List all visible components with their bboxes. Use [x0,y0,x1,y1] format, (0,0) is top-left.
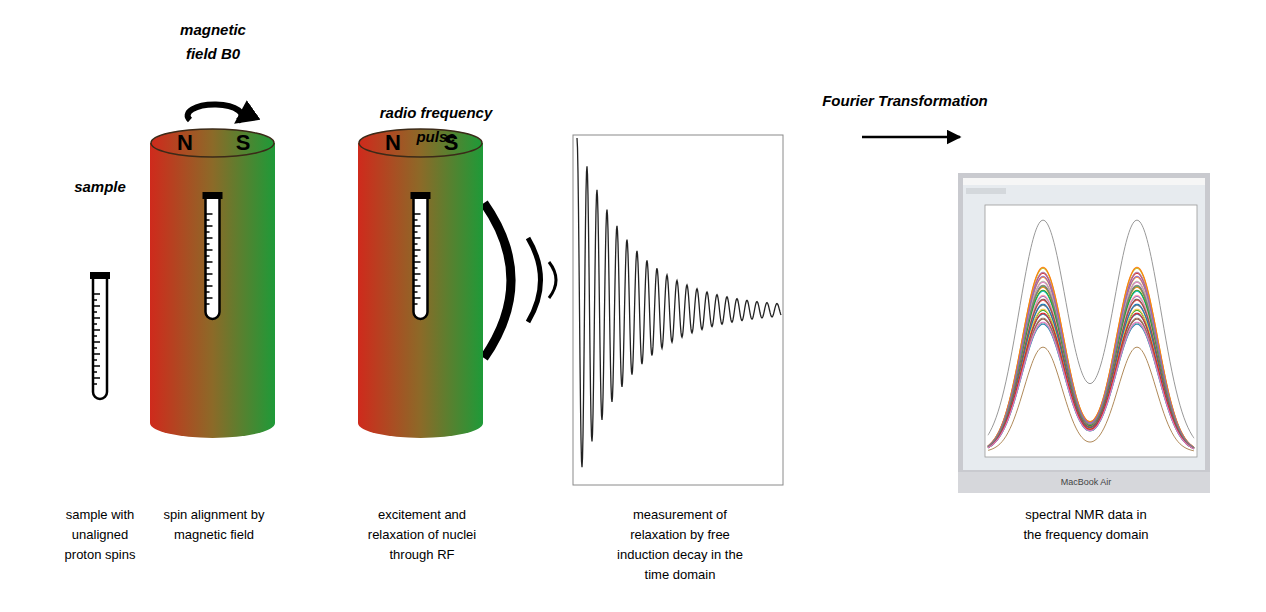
step-caption: spectral NMR data in the frequency domai… [1016,505,1156,545]
step-caption: excitement and relaxation of nuclei thro… [357,505,487,565]
photo-text: MacBook Air [1041,477,1131,488]
fid-signal [577,138,781,467]
field-label: magnetic field B0 [166,18,261,66]
magnet-cylinder: NS [150,128,275,438]
plot-area [985,205,1197,457]
screen [963,178,1205,470]
screen-bezel [958,472,1210,493]
rotation-arrow [188,104,242,121]
step-caption: sample with unaligned proton spins [54,505,146,565]
transform-arrow [862,136,960,139]
menu-bar [963,178,1205,185]
step-caption: measurement of relaxation by free induct… [608,505,752,585]
spectrum-curve [988,322,1194,449]
fid-plot-frame [573,135,783,485]
magnet-cylinder: NS [358,128,483,438]
pulse-label: radio frequency pulse [369,101,504,149]
transform-label: Fourier Transformation [800,89,1010,113]
test-tube [411,192,431,319]
sample-label: sample [55,175,145,199]
pole-label: N [177,130,193,156]
rf-wave [484,203,511,358]
test-tube [203,192,223,319]
toolbar [966,188,1006,194]
spectrum-curve [988,276,1194,447]
pole-label: N [385,130,401,156]
rf-wave [528,238,541,322]
test-tube [90,272,110,399]
magnet-outline [358,128,483,438]
spectrum-curve [988,347,1194,451]
spectrum-photo [958,173,1210,493]
spectrum-curve [988,267,1194,447]
rf-wave [549,262,556,298]
pole-label: S [236,130,251,156]
step-caption: spin alignment by magnetic field [154,505,274,545]
spectrum-curve [988,285,1194,448]
magnet-outline [150,128,275,438]
spectrum-curve [988,268,1194,447]
